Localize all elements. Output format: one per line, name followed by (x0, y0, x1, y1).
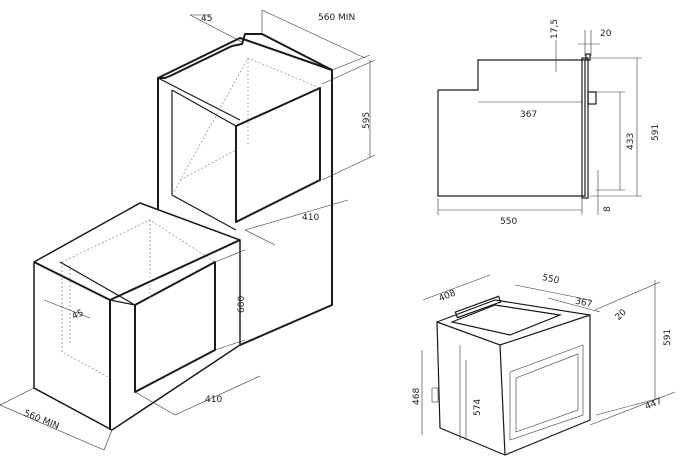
side-height-label: 591 (651, 124, 661, 141)
tall-height-label: 595 (362, 112, 372, 129)
side-inner-depth-label: 367 (520, 110, 537, 120)
iso-panel-label: 20 (614, 307, 629, 322)
under-opening-depth-label: 410 (205, 395, 222, 405)
side-top-offset-label: 17,5 (550, 19, 560, 39)
iso-inner-height-label: 574 (473, 399, 483, 416)
iso-width-label: 408 (438, 288, 458, 304)
tall-cabinet-dimensions: 45 560 MIN 595 410 (189, 9, 376, 246)
side-bottom-gap-label: 8 (603, 206, 613, 212)
tall-opening-depth-label: 410 (302, 213, 319, 223)
tall-depth-label: 45 (201, 14, 212, 24)
iso-inner-depth-label: 367 (574, 297, 593, 310)
under-width-label: 560 MIN (22, 409, 60, 432)
iso-depth-label: 550 (541, 273, 560, 286)
iso-side-height-label: 468 (412, 388, 422, 405)
oven-iso-view (431, 295, 591, 456)
iso-bottom-width-label: 447 (644, 397, 664, 413)
oven-side-view (437, 53, 597, 199)
side-depth-label: 550 (500, 217, 517, 227)
under-depth-label: 45 (71, 308, 86, 322)
side-view-dimensions: 17,5 20 367 591 433 550 8 (437, 19, 661, 227)
under-cabinet (33, 202, 241, 431)
tall-width-label: 560 MIN (318, 13, 355, 23)
under-height-label: 600 (237, 296, 247, 313)
side-panel-thickness-label: 20 (600, 29, 612, 39)
side-door-height-label: 433 (626, 133, 636, 150)
iso-height-label: 591 (663, 329, 673, 346)
iso-view-dimensions: 408 550 367 20 591 468 574 447 (412, 273, 676, 440)
